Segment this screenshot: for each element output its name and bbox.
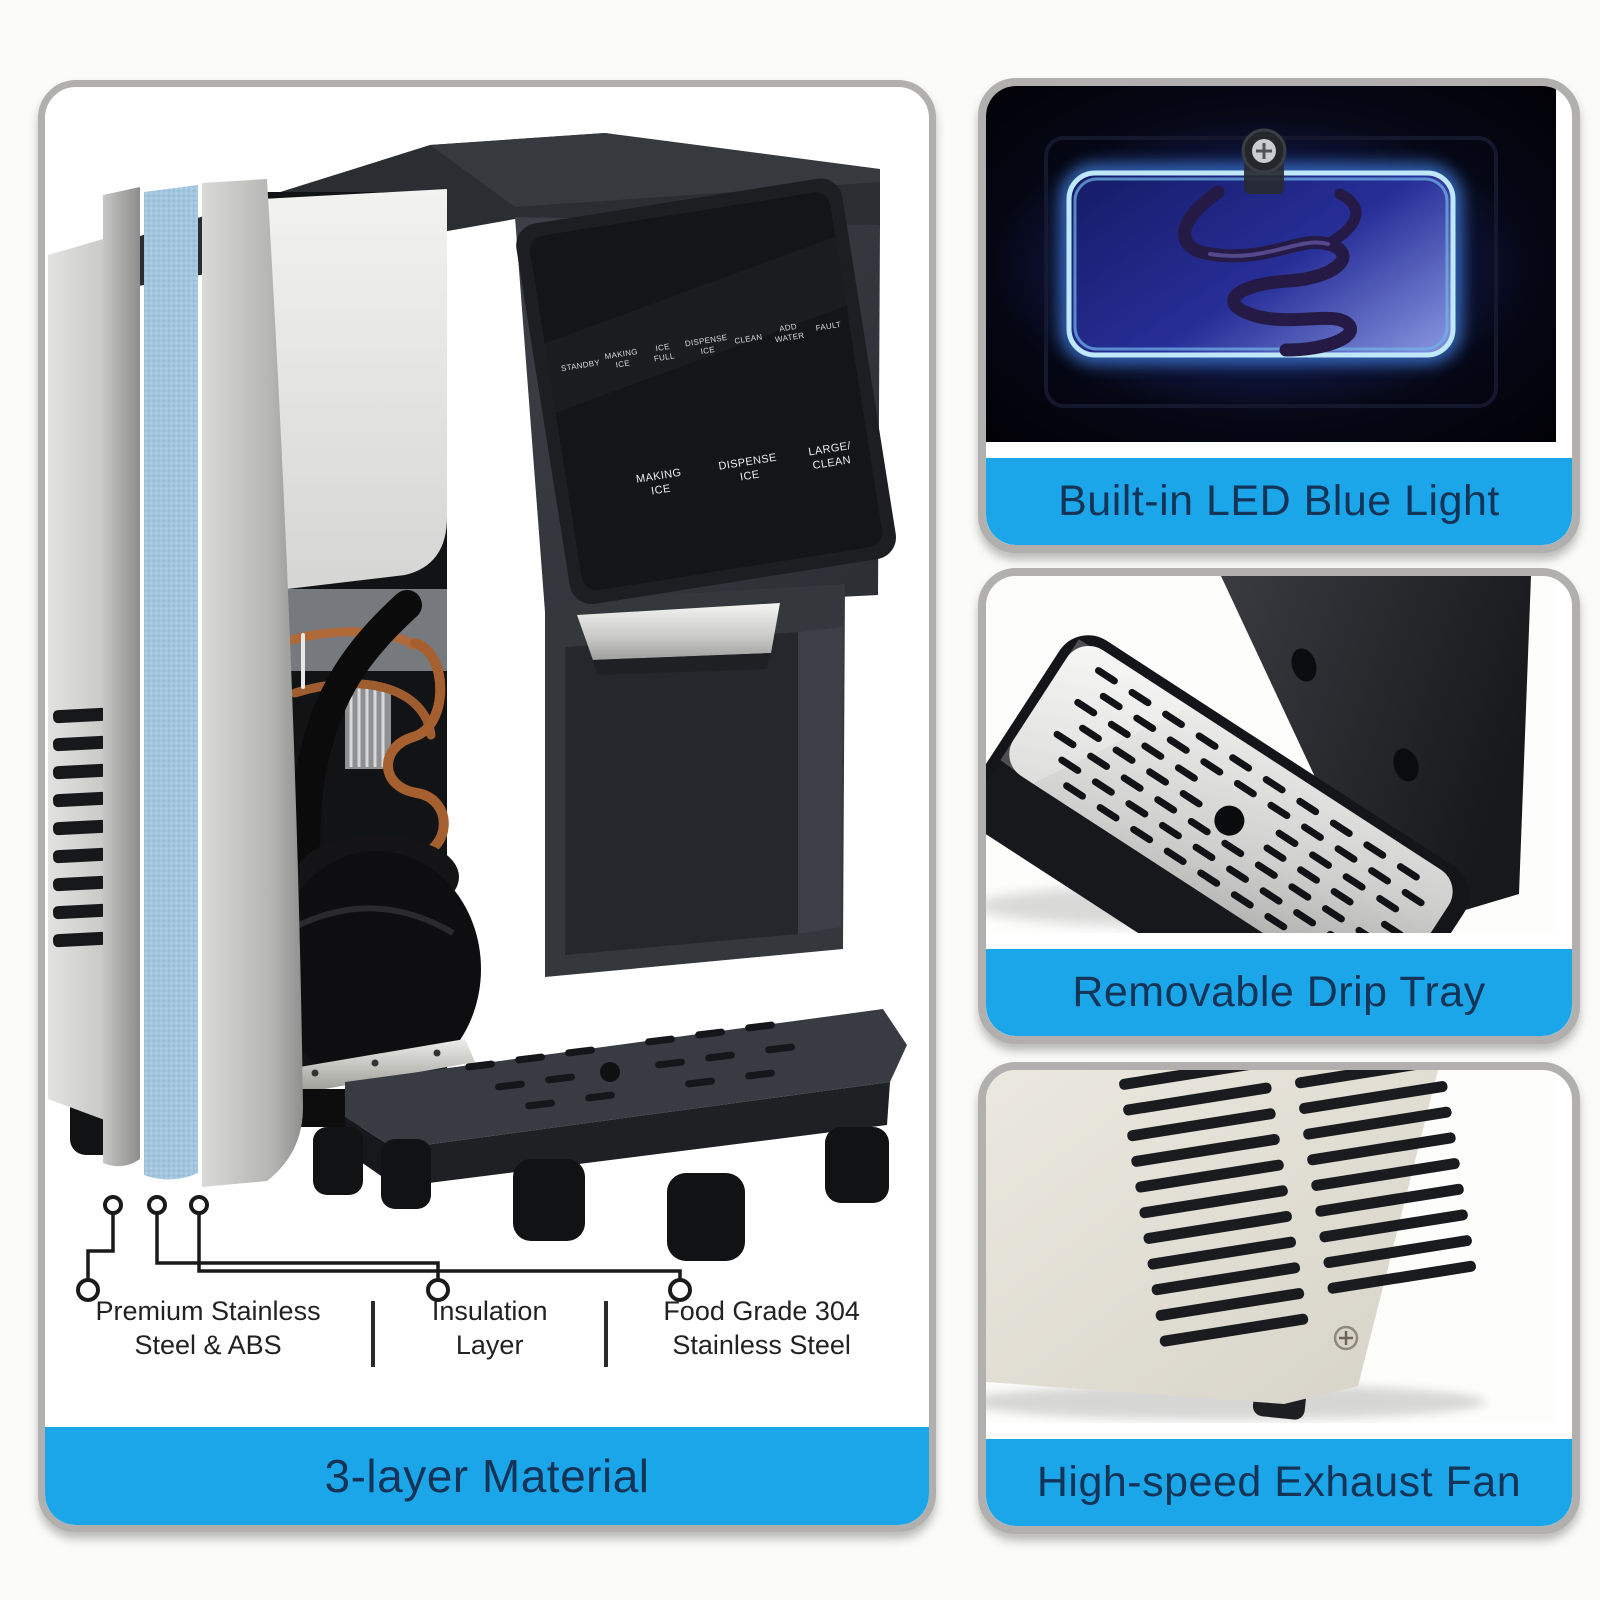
led-feature-card: Built-in LED Blue Light (978, 78, 1580, 553)
callout-ring (426, 1278, 450, 1302)
svg-text:CLEAN: CLEAN (812, 454, 852, 472)
layer-steel-abs-sheet (103, 187, 140, 1167)
drip-tray-feature-card: Removable Drip Tray (978, 568, 1580, 1044)
exhaust-fan-feature-card: High-speed Exhaust Fan (978, 1062, 1580, 1534)
screw (1333, 1325, 1359, 1351)
callout-ring (76, 1278, 100, 1302)
callout-dot (147, 1195, 167, 1215)
svg-text:ICE: ICE (700, 345, 715, 356)
callout-dot (103, 1195, 123, 1215)
screw (1241, 128, 1287, 194)
base-drain-slots (465, 1021, 795, 1110)
callout-ring (668, 1278, 692, 1302)
panel-hole (1393, 748, 1419, 782)
svg-text:CLEAN: CLEAN (734, 332, 763, 345)
dispenser-chute (577, 603, 780, 660)
svg-text:FAULT: FAULT (815, 320, 842, 333)
panel-hole (1291, 648, 1317, 682)
label-insulation-layer: Insulation Layer (375, 1295, 604, 1363)
layer-insulation-sheet (144, 185, 198, 1180)
label-line: Food Grade 304 (663, 1296, 860, 1326)
label-line: Steel & ABS (134, 1329, 282, 1360)
drain-hole (600, 1062, 620, 1082)
label-premium-stainless: Premium Stainless Steel & ABS (45, 1295, 371, 1363)
water-tank (262, 189, 447, 592)
base-rail (270, 1039, 475, 1097)
label-line: Stainless Steel (672, 1329, 851, 1360)
svg-text:ICE: ICE (615, 358, 630, 369)
banner-removable-drip-tray: Removable Drip Tray (986, 949, 1572, 1036)
banner-led-blue-light: Built-in LED Blue Light (986, 458, 1572, 545)
callout-connectors (76, 1195, 692, 1302)
callout-dot (189, 1195, 209, 1215)
control-panel: STANDBY MAKING ICE ICE FULL DISPENSE ICE… (516, 178, 896, 605)
label-divider (604, 1301, 609, 1367)
label-line: Layer (455, 1329, 524, 1360)
evaporator-fins (345, 685, 391, 769)
ice-maker-cutaway-illustration: STANDBY MAKING ICE ICE FULL DISPENSE ICE… (48, 133, 907, 1302)
material-feature-card: STANDBY MAKING ICE ICE FULL DISPENSE ICE… (38, 80, 936, 1532)
layer-304-steel-sheet (202, 179, 303, 1187)
exhaust-fan-photo (986, 1070, 1556, 1423)
label-divider (371, 1301, 375, 1367)
uv-lamp-coil (1178, 185, 1362, 357)
machine-feet (70, 1075, 889, 1261)
dispense-niche (565, 632, 800, 955)
drip-tray (986, 635, 1470, 933)
svg-text:FULL: FULL (653, 351, 675, 363)
label-line: Premium Stainless (95, 1296, 321, 1326)
compressor (273, 835, 481, 1087)
label-food-grade-steel: Food Grade 304 Stainless Steel (608, 1295, 915, 1363)
layer-labels: Premium Stainless Steel & ABS Insulation… (45, 1295, 915, 1405)
led-window (1061, 165, 1461, 363)
drip-tray-slots (1053, 667, 1425, 933)
label-line: Insulation (431, 1296, 548, 1326)
banner-3-layer-material: 3-layer Material (45, 1427, 929, 1525)
banner-high-speed-exhaust-fan: High-speed Exhaust Fan (986, 1439, 1572, 1526)
led-blue-light-photo (986, 86, 1556, 442)
svg-text:ICE: ICE (739, 469, 760, 484)
drip-tray-photo (986, 576, 1556, 933)
drain-hole (1214, 805, 1245, 836)
svg-text:ADD: ADD (779, 322, 798, 334)
exhaust-vent-grille (1119, 1070, 1476, 1347)
svg-text:ICE: ICE (655, 342, 670, 353)
svg-text:ICE: ICE (650, 483, 671, 498)
